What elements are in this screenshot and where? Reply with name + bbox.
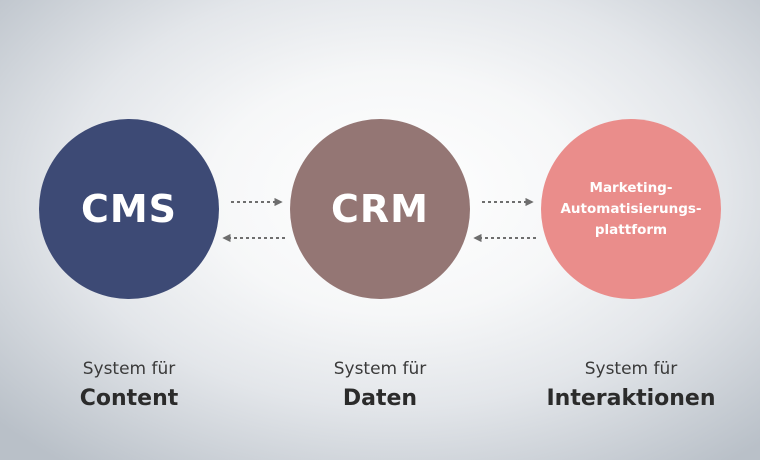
marketing-automation-label-line-1: Marketing- <box>589 179 673 196</box>
caption-crm-line-2: Daten <box>342 386 418 411</box>
marketing-automation-circle: Marketing- Automatisierungs- plattform <box>541 119 721 299</box>
caption-cms-line-2: Content <box>79 386 179 411</box>
crm-circle: CRM <box>290 119 470 299</box>
caption-crm-line-1: System für <box>333 359 427 379</box>
caption-marketing-automation: System für Interaktionen <box>511 358 751 414</box>
caption-marketing-automation-line-2: Interaktionen <box>546 386 716 411</box>
crm-label: CRM <box>331 187 429 231</box>
caption-cms-line-1: System für <box>82 359 176 379</box>
caption-marketing-automation-line-1: System für <box>584 359 678 379</box>
marketing-automation-label-line-2: Automatisierungs- <box>560 200 702 217</box>
cms-label: CMS <box>80 187 178 231</box>
marketing-automation-label: Marketing- Automatisierungs- plattform <box>554 178 707 241</box>
caption-cms: System für Content <box>9 358 249 414</box>
cms-circle: CMS <box>39 119 219 299</box>
marketing-automation-label-line-3: plattform <box>594 221 668 238</box>
caption-crm: System für Daten <box>260 358 500 414</box>
